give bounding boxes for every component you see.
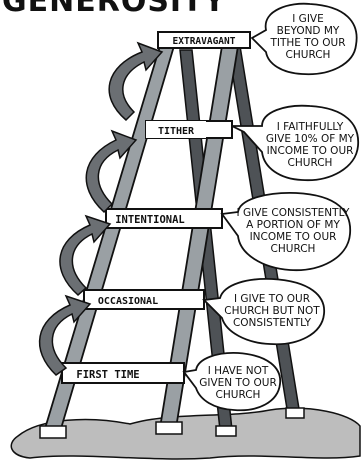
- step-intentional: INTENTIONAL: [106, 209, 222, 228]
- step-label: INTENTIONAL: [115, 214, 185, 226]
- page-title: GENEROSITY: [2, 0, 226, 19]
- bubble-line: INCOME TO OUR: [267, 145, 354, 157]
- bubble-line: I GIVE CONSISTENTLY: [237, 207, 350, 219]
- ladder-foot: [40, 426, 66, 438]
- bubble-line: CHURCH BUT NOT: [224, 305, 320, 317]
- step-tither: TITHER: [146, 121, 232, 138]
- step-occasional: OCCASIONAL: [84, 290, 204, 309]
- bubble-line: INCOME TO OUR: [250, 231, 337, 243]
- step-label: EXTRAVAGANT: [173, 36, 236, 47]
- step-first-time: FIRST TIME: [62, 363, 184, 383]
- bubble-line: TITHE TO OUR: [269, 37, 345, 49]
- bubble-line: I GIVE TO OUR: [234, 293, 310, 305]
- speech-bubble-intentional: I GIVE CONSISTENTLY A PORTION OF MY INCO…: [222, 193, 350, 270]
- bubble-line: BEYOND MY: [277, 25, 340, 37]
- ladder-foot: [286, 408, 304, 418]
- speech-bubble-extravagant: I GIVE BEYOND MY TITHE TO OUR CHURCH: [252, 4, 357, 75]
- bubble-line: CHURCH: [216, 389, 261, 401]
- ladder-foot: [216, 426, 236, 436]
- step-label: OCCASIONAL: [98, 296, 158, 307]
- bubble-line: GIVE 10% OF MY: [266, 133, 355, 145]
- bubble-line: I HAVE NOT: [208, 365, 269, 377]
- bubble-line: CHURCH: [271, 243, 316, 255]
- bubble-line: I FAITHFULLY: [277, 121, 344, 133]
- bubble-line: CHURCH: [288, 157, 333, 169]
- bubble-line: GIVEN TO OUR: [199, 377, 277, 389]
- step-extravagant: EXTRAVAGANT: [158, 32, 250, 48]
- bubble-line: A PORTION OF MY: [246, 219, 340, 231]
- bubble-line: CONSISTENTLY: [233, 317, 312, 329]
- bubble-line: CHURCH: [286, 49, 331, 61]
- step-label: TITHER: [158, 126, 195, 137]
- ladder-foot: [156, 422, 182, 434]
- bubble-line: I GIVE: [292, 13, 324, 25]
- speech-bubble-first-time: I HAVE NOT GIVEN TO OUR CHURCH: [184, 353, 280, 410]
- step-label: FIRST TIME: [76, 369, 139, 381]
